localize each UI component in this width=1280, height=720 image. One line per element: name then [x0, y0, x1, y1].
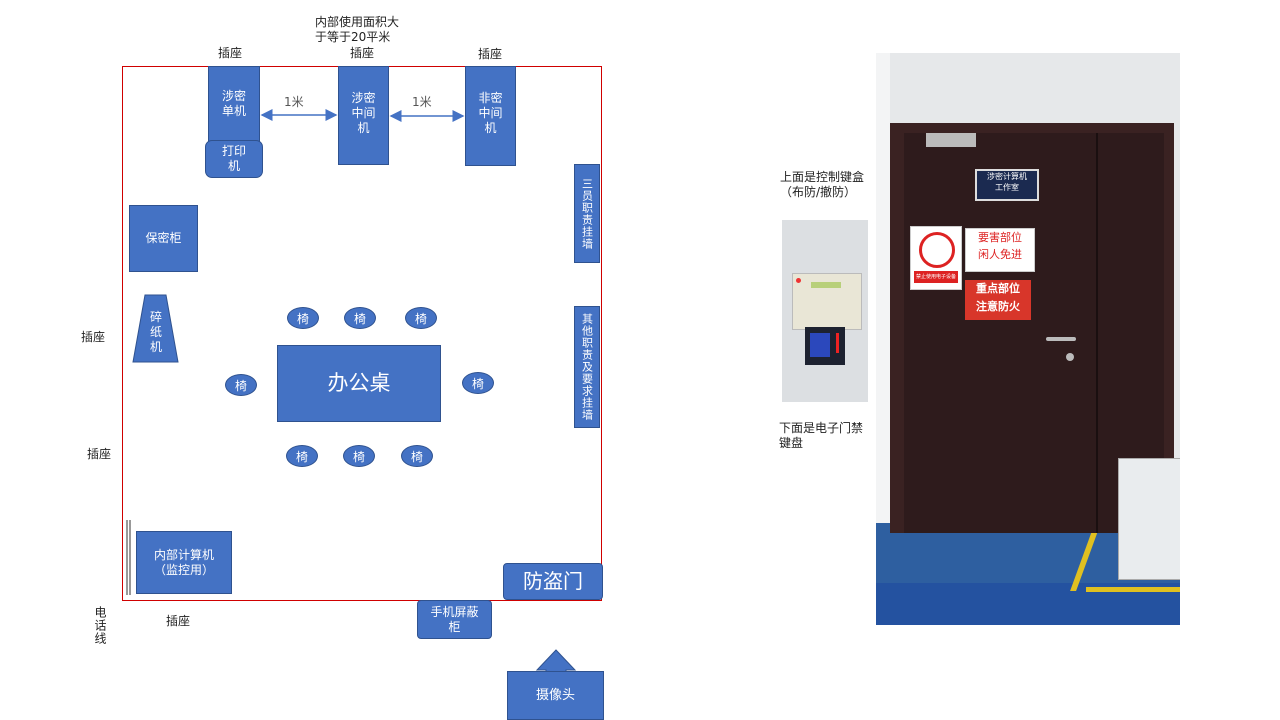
socket-label: 插座: [81, 330, 106, 344]
plan-lines: [126, 109, 577, 673]
internal-pc-label: 内部计算机: [153, 547, 214, 562]
area-note-line: 于等于20平米: [315, 30, 391, 44]
restricted-area-sign: 要害部位闲人免进: [965, 228, 1035, 272]
distance-label: 1米: [412, 95, 432, 109]
shredder-label: 碎纸机: [149, 310, 162, 354]
door-photo: 涉密计算机工作室 禁止使用电子设备 要害部位闲人免进 重点部位注意防火: [876, 53, 1180, 625]
chair: 椅: [286, 445, 318, 467]
sign-text: 重点部位: [976, 282, 1020, 295]
door-plate-line: 工作室: [995, 183, 1019, 192]
phone-line-label: 电话线: [93, 606, 107, 645]
office-desk: 办公桌: [277, 345, 441, 422]
camera-arrow-icon: [535, 649, 577, 673]
fire-safety-sign: 重点部位注意防火: [965, 280, 1031, 320]
classified-mid-box: 涉密中间机: [338, 66, 389, 165]
unclassified-mid-box: 非密中间机: [465, 66, 516, 166]
note-line: 上面是控制键盒: [780, 170, 865, 184]
lower-note: 下面是电子门禁键盘: [779, 421, 863, 451]
chair: 椅: [401, 445, 433, 467]
camera-box: 摄像头: [507, 671, 604, 720]
keypad-photo: [782, 220, 868, 402]
door-plate: 涉密计算机工作室: [975, 169, 1039, 201]
area-note-line: 内部使用面积大: [315, 15, 400, 29]
safe-box: 保密柜: [129, 205, 198, 272]
upper-note: 上面是控制键盒（布防/撤防）: [780, 170, 864, 200]
chair: 椅: [405, 307, 437, 329]
phone-shield-cabinet: 手机屏蔽柜: [417, 600, 492, 639]
shredder-shape: [132, 294, 179, 363]
printer-box: 打印机: [205, 140, 263, 178]
socket-label: 插座: [350, 46, 375, 60]
internal-pc-label: （监控用）: [153, 562, 214, 577]
sign-text: 注意防火: [976, 300, 1020, 313]
chair: 椅: [225, 374, 257, 396]
note-line: （布防/撤防）: [780, 185, 857, 199]
wall-duties-board: 三员职责挂墙: [574, 164, 600, 263]
wall-other-board: 其他职责及要求挂墙: [574, 306, 600, 428]
door-handle: [1046, 337, 1076, 341]
note-line: 键盘: [779, 436, 804, 450]
note-line: 下面是电子门禁: [779, 421, 864, 435]
area-note: 内部使用面积大于等于20平米: [315, 15, 399, 45]
no-electronics-sign: 禁止使用电子设备: [910, 226, 962, 290]
sign-text: 闲人免进: [978, 248, 1022, 261]
distance-label: 1米: [284, 95, 304, 109]
chair: 椅: [344, 307, 376, 329]
door-lock: [1066, 353, 1074, 361]
access-keypad: [805, 327, 845, 365]
sign-text: 禁止使用电子设备: [914, 271, 958, 283]
socket-label: 插座: [478, 47, 503, 61]
sign-text: 要害部位: [978, 231, 1022, 244]
chair: 椅: [287, 307, 319, 329]
control-keypad: [792, 273, 862, 330]
socket-label: 插座: [218, 46, 243, 60]
door-plate-line: 涉密计算机: [987, 172, 1027, 181]
chair: 椅: [343, 445, 375, 467]
internal-pc-box: 内部计算机（监控用）: [136, 531, 232, 594]
chair: 椅: [462, 372, 494, 394]
socket-label: 插座: [87, 447, 112, 461]
security-door: 防盗门: [503, 563, 603, 600]
classified-pc-box: 涉密单机: [208, 66, 260, 142]
socket-label: 插座: [166, 614, 191, 628]
